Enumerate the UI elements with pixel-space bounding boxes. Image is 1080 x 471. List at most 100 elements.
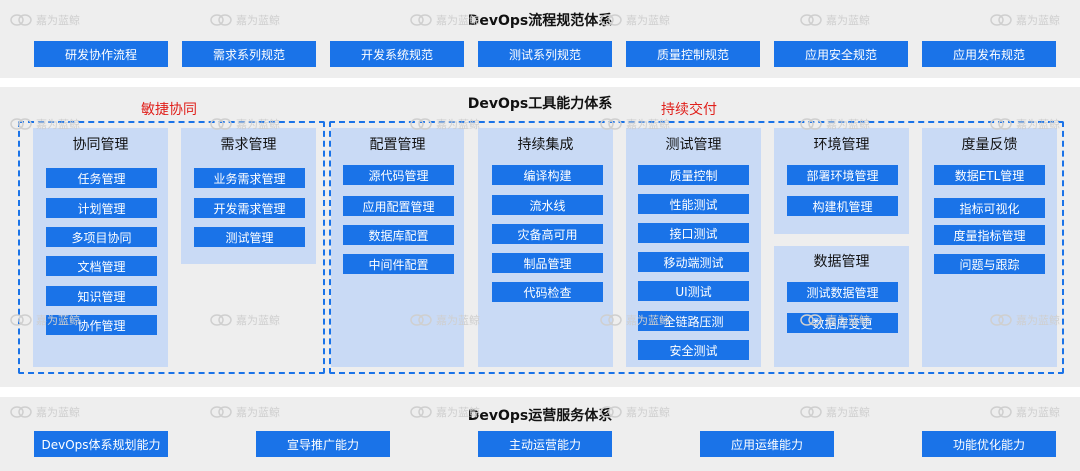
process-standards-title: DevOps流程规范体系 <box>467 13 613 29</box>
watermark: 嘉为蓝鲸 <box>410 116 480 132</box>
watermark: 嘉为蓝鲸 <box>990 312 1060 328</box>
watermark: 嘉为蓝鲸 <box>10 404 80 420</box>
promotion-button[interactable]: 宣导推广能力 <box>256 431 390 457</box>
disaster-recovery-button[interactable]: 灾备高可用 <box>492 224 603 244</box>
db-config-button[interactable]: 数据库配置 <box>343 225 454 245</box>
watermark: 嘉为蓝鲸 <box>410 312 480 328</box>
bluking-logo-icon <box>410 406 432 418</box>
bluking-logo-icon <box>600 314 622 326</box>
dev-req-mgmt-button[interactable]: 开发需求管理 <box>194 198 305 218</box>
test-data-mgmt-button[interactable]: 测试数据管理 <box>787 282 898 302</box>
devops-planning-button[interactable]: DevOps体系规划能力 <box>34 431 168 457</box>
bluking-logo-icon <box>10 406 32 418</box>
test-mgmt-title: 测试管理 <box>665 137 722 153</box>
watermark: 嘉为蓝鲸 <box>600 312 670 328</box>
active-operation-button[interactable]: 主动运营能力 <box>478 431 612 457</box>
watermark: 嘉为蓝鲸 <box>410 404 480 420</box>
bluking-logo-icon <box>800 14 822 26</box>
app-release-spec-button[interactable]: 应用发布规范 <box>922 41 1056 67</box>
bluking-logo-icon <box>410 118 432 130</box>
app-ops-button[interactable]: 应用运维能力 <box>700 431 834 457</box>
pipeline-button[interactable]: 流水线 <box>492 195 603 215</box>
data-etl-mgmt-button[interactable]: 数据ETL管理 <box>934 165 1045 185</box>
bluking-logo-icon <box>210 118 232 130</box>
watermark: 嘉为蓝鲸 <box>990 116 1060 132</box>
bluking-logo-icon <box>10 118 32 130</box>
bluking-logo-icon <box>10 14 32 26</box>
bluking-logo-icon <box>410 314 432 326</box>
requirement-spec-button[interactable]: 需求系列规范 <box>182 41 316 67</box>
middleware-config-button[interactable]: 中间件配置 <box>343 254 454 274</box>
bluking-logo-icon <box>600 406 622 418</box>
code-check-button[interactable]: 代码检查 <box>492 282 603 302</box>
quality-control-spec-button[interactable]: 质量控制规范 <box>626 41 760 67</box>
metric-mgmt-button[interactable]: 度量指标管理 <box>934 225 1045 245</box>
watermark: 嘉为蓝鲸 <box>800 116 870 132</box>
doc-mgmt-button[interactable]: 文档管理 <box>46 256 157 276</box>
bluking-logo-icon <box>10 314 32 326</box>
env-mgmt-column: 环境管理 部署环境管理 构建机管理 <box>774 128 909 234</box>
bluking-logo-icon <box>990 314 1012 326</box>
build-machine-mgmt-button[interactable]: 构建机管理 <box>787 196 898 216</box>
data-mgmt-column: 数据管理 测试数据管理 数据库变更 <box>774 246 909 367</box>
rd-collab-process-button[interactable]: 研发协作流程 <box>34 41 168 67</box>
watermark: 嘉为蓝鲸 <box>600 116 670 132</box>
metric-visualization-button[interactable]: 指标可视化 <box>934 198 1045 218</box>
agile-collab-group <box>18 121 325 374</box>
bluking-logo-icon <box>210 14 232 26</box>
knowledge-mgmt-button[interactable]: 知识管理 <box>46 286 157 306</box>
deploy-env-mgmt-button[interactable]: 部署环境管理 <box>787 165 898 185</box>
db-change-button[interactable]: 数据库变更 <box>787 313 898 333</box>
api-test-button[interactable]: 接口测试 <box>638 223 749 243</box>
ui-test-button[interactable]: UI测试 <box>638 281 749 301</box>
config-mgmt-title: 配置管理 <box>369 137 426 153</box>
requirement-mgmt-title: 需求管理 <box>220 137 277 153</box>
watermark: 嘉为蓝鲸 <box>210 404 280 420</box>
function-optimize-button[interactable]: 功能优化能力 <box>922 431 1056 457</box>
cooperation-mgmt-button[interactable]: 协作管理 <box>46 315 157 335</box>
test-mgmt-column: 测试管理 质量控制 性能测试 接口测试 移动端测试 UI测试 全链路压测 安全测… <box>626 128 761 367</box>
bluking-logo-icon <box>990 14 1012 26</box>
collab-mgmt-title: 协同管理 <box>72 137 129 153</box>
bluking-logo-icon <box>800 314 822 326</box>
source-code-mgmt-button[interactable]: 源代码管理 <box>343 165 454 185</box>
compile-build-button[interactable]: 编译构建 <box>492 165 603 185</box>
ci-title: 持续集成 <box>517 137 574 153</box>
bluking-logo-icon <box>990 406 1012 418</box>
watermark: 嘉为蓝鲸 <box>10 12 80 28</box>
performance-test-button[interactable]: 性能测试 <box>638 194 749 214</box>
ci-column: 持续集成 编译构建 流水线 灾备高可用 制品管理 代码检查 <box>478 128 613 367</box>
test-spec-button[interactable]: 测试系列规范 <box>478 41 612 67</box>
artifact-mgmt-button[interactable]: 制品管理 <box>492 253 603 273</box>
config-mgmt-column: 配置管理 源代码管理 应用配置管理 数据库配置 中间件配置 <box>331 128 464 367</box>
watermark: 嘉为蓝鲸 <box>990 404 1060 420</box>
continuous-delivery-group <box>329 121 1064 374</box>
bluking-logo-icon <box>210 314 232 326</box>
quality-control-button[interactable]: 质量控制 <box>638 165 749 185</box>
watermark: 嘉为蓝鲸 <box>10 312 80 328</box>
requirement-mgmt-column: 需求管理 业务需求管理 开发需求管理 测试管理 <box>181 128 316 264</box>
watermark: 嘉为蓝鲸 <box>800 312 870 328</box>
full-link-stress-test-button[interactable]: 全链路压测 <box>638 311 749 331</box>
app-config-mgmt-button[interactable]: 应用配置管理 <box>343 196 454 216</box>
mobile-test-button[interactable]: 移动端测试 <box>638 252 749 272</box>
bluking-logo-icon <box>210 406 232 418</box>
issue-tracking-button[interactable]: 问题与跟踪 <box>934 254 1045 274</box>
data-mgmt-title: 数据管理 <box>813 254 870 270</box>
watermark: 嘉为蓝鲸 <box>800 12 870 28</box>
metrics-feedback-column: 度量反馈 数据ETL管理 指标可视化 度量指标管理 问题与跟踪 <box>922 128 1057 367</box>
env-mgmt-title: 环境管理 <box>813 137 870 153</box>
task-mgmt-button[interactable]: 任务管理 <box>46 168 157 188</box>
metrics-feedback-title: 度量反馈 <box>961 137 1018 153</box>
watermark: 嘉为蓝鲸 <box>410 12 480 28</box>
multi-project-collab-button[interactable]: 多项目协同 <box>46 227 157 247</box>
plan-mgmt-button[interactable]: 计划管理 <box>46 198 157 218</box>
app-security-spec-button[interactable]: 应用安全规范 <box>774 41 908 67</box>
agile-collab-label: 敏捷协同 <box>141 102 197 118</box>
security-test-button[interactable]: 安全测试 <box>638 340 749 360</box>
watermark: 嘉为蓝鲸 <box>600 12 670 28</box>
test-mgmt-req-button[interactable]: 测试管理 <box>194 227 305 247</box>
business-req-mgmt-button[interactable]: 业务需求管理 <box>194 168 305 188</box>
bluking-logo-icon <box>990 118 1012 130</box>
dev-system-spec-button[interactable]: 开发系统规范 <box>330 41 464 67</box>
